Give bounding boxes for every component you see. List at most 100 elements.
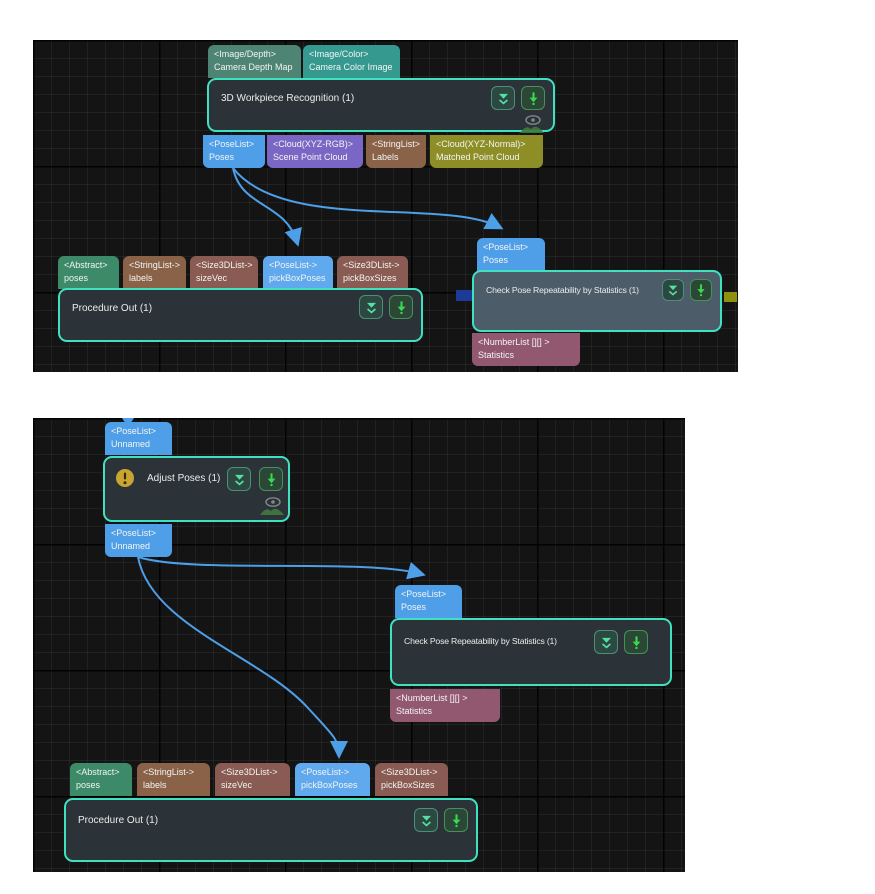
port-name: Unnamed bbox=[111, 541, 151, 552]
run-step-button[interactable] bbox=[259, 467, 283, 491]
run-step-button[interactable] bbox=[444, 808, 468, 832]
port-sizevec-in[interactable]: <Size3DList-> sizeVec bbox=[215, 763, 290, 796]
node-3d-workpiece-recognition[interactable]: 3D Workpiece Recognition (1) bbox=[207, 78, 555, 134]
run-step-button[interactable] bbox=[389, 295, 413, 319]
port-check-poses-in[interactable]: <PoseList> Poses bbox=[395, 585, 462, 618]
port-name: pickBoxPoses bbox=[301, 780, 358, 791]
node-title: Check Pose Repeatability by Statistics (… bbox=[486, 285, 639, 295]
port-name: Scene Point Cloud bbox=[273, 152, 348, 163]
port-name: Statistics bbox=[396, 706, 433, 717]
port-pickboxposes-in[interactable]: <PoseList-> pickBoxPoses bbox=[263, 256, 333, 289]
port-unnamed-in[interactable]: <PoseList> Unnamed bbox=[105, 422, 172, 455]
navy-marker-square bbox=[456, 290, 472, 301]
port-name: Poses bbox=[401, 602, 427, 613]
port-type: <Image/Color> bbox=[309, 49, 369, 59]
port-name: poses bbox=[76, 780, 101, 791]
port-type: <PoseList> bbox=[111, 426, 157, 436]
port-type: <NumberList [][] > bbox=[478, 337, 550, 347]
port-type: <Size3DList-> bbox=[196, 260, 253, 270]
port-matched-point-cloud[interactable]: <Cloud(XYZ-Normal)> Matched Point Cloud bbox=[430, 135, 543, 168]
port-labels-in[interactable]: <StringList-> labels bbox=[123, 256, 186, 289]
graph-canvas-top[interactable]: <Image/Depth> Camera Depth Map <Image/Co… bbox=[33, 40, 738, 372]
port-name: pickBoxSizes bbox=[343, 273, 397, 284]
port-name: poses bbox=[64, 273, 89, 284]
port-statistics-out[interactable]: <NumberList [][] > Statistics bbox=[472, 333, 580, 366]
double-chevron-down-icon bbox=[421, 815, 431, 826]
graph-canvas-bottom[interactable]: <PoseList> Unnamed <PoseList> Unnamed Ad… bbox=[33, 418, 685, 872]
port-type: <PoseList-> bbox=[301, 767, 350, 777]
port-name: sizeVec bbox=[221, 780, 253, 791]
port-camera-depth-map[interactable]: <Image/Depth> Camera Depth Map bbox=[208, 45, 301, 78]
port-type: <PoseList> bbox=[483, 242, 529, 252]
node-title: Procedure Out (1) bbox=[72, 303, 153, 314]
expand-button[interactable] bbox=[491, 86, 515, 110]
arrow-down-icon bbox=[529, 91, 537, 105]
port-name: Camera Color Image bbox=[309, 62, 393, 73]
port-type: <StringList-> bbox=[143, 767, 195, 777]
expand-button[interactable] bbox=[662, 279, 684, 301]
port-type: <Abstract> bbox=[64, 260, 108, 270]
arrow-down-icon bbox=[697, 284, 705, 297]
arrow-down-icon bbox=[397, 300, 405, 314]
expand-button[interactable] bbox=[359, 295, 383, 319]
arrow-down-icon bbox=[267, 472, 275, 486]
visibility-eye-icon[interactable] bbox=[519, 112, 545, 134]
port-scene-point-cloud[interactable]: <Cloud(XYZ-RGB)> Scene Point Cloud bbox=[267, 135, 363, 168]
port-labels-out[interactable]: <StringList> Labels bbox=[366, 135, 426, 168]
run-step-button[interactable] bbox=[624, 630, 648, 654]
port-type: <Abstract> bbox=[76, 767, 120, 777]
port-type: <Image/Depth> bbox=[214, 49, 277, 59]
port-type: <Size3DList-> bbox=[343, 260, 400, 270]
port-name: Camera Depth Map bbox=[214, 62, 293, 73]
olive-marker-square bbox=[724, 292, 737, 302]
node-adjust-poses[interactable]: Adjust Poses (1) bbox=[103, 456, 290, 522]
port-name: Labels bbox=[372, 152, 399, 163]
port-pickboxsizes-in[interactable]: <Size3DList-> pickBoxSizes bbox=[337, 256, 408, 289]
port-name: Unnamed bbox=[111, 439, 151, 450]
expand-button[interactable] bbox=[227, 467, 251, 491]
port-check-poses-in[interactable]: <PoseList> Poses bbox=[477, 238, 545, 271]
port-sizevec-in[interactable]: <Size3DList-> sizeVec bbox=[190, 256, 258, 289]
run-step-button[interactable] bbox=[690, 279, 712, 301]
node-procedure-out[interactable]: Procedure Out (1) bbox=[58, 288, 423, 342]
port-type: <NumberList [][] > bbox=[396, 693, 468, 703]
port-name: Matched Point Cloud bbox=[436, 152, 520, 163]
port-type: <PoseList> bbox=[209, 139, 255, 149]
port-statistics-out[interactable]: <NumberList [][] > Statistics bbox=[390, 689, 500, 722]
arrow-down-icon bbox=[632, 635, 640, 649]
node-check-pose-repeatability[interactable]: Check Pose Repeatability by Statistics (… bbox=[390, 618, 672, 686]
node-title: Adjust Poses (1) bbox=[147, 473, 221, 484]
node-check-pose-repeatability[interactable]: Check Pose Repeatability by Statistics (… bbox=[472, 270, 722, 332]
port-type: <Size3DList-> bbox=[381, 767, 438, 777]
port-type: <StringList> bbox=[372, 139, 421, 149]
run-step-button[interactable] bbox=[521, 86, 545, 110]
expand-button[interactable] bbox=[594, 630, 618, 654]
arrow-down-icon bbox=[452, 813, 460, 827]
port-poses-in[interactable]: <Abstract> poses bbox=[58, 256, 119, 289]
port-unnamed-out[interactable]: <PoseList> Unnamed bbox=[105, 524, 172, 557]
double-chevron-down-icon bbox=[668, 285, 678, 296]
node-procedure-out[interactable]: Procedure Out (1) bbox=[64, 798, 478, 862]
port-labels-in[interactable]: <StringList-> labels bbox=[137, 763, 210, 796]
double-chevron-down-icon bbox=[498, 93, 508, 104]
port-poses-in[interactable]: <Abstract> poses bbox=[70, 763, 132, 796]
node-title: 3D Workpiece Recognition (1) bbox=[221, 93, 355, 104]
warning-icon bbox=[116, 469, 134, 487]
port-pickboxsizes-in[interactable]: <Size3DList-> pickBoxSizes bbox=[375, 763, 448, 796]
expand-button[interactable] bbox=[414, 808, 438, 832]
port-name: labels bbox=[143, 780, 167, 791]
port-name: pickBoxPoses bbox=[269, 273, 326, 284]
port-name: pickBoxSizes bbox=[381, 780, 435, 791]
port-name: Statistics bbox=[478, 350, 515, 361]
port-name: Poses bbox=[209, 152, 235, 163]
port-name: Poses bbox=[483, 255, 509, 266]
port-poses-out[interactable]: <PoseList> Poses bbox=[203, 135, 265, 168]
visibility-eye-icon[interactable] bbox=[259, 494, 285, 516]
node-title: Procedure Out (1) bbox=[78, 815, 159, 826]
port-type: <PoseList-> bbox=[269, 260, 318, 270]
port-name: sizeVec bbox=[196, 273, 228, 284]
port-name: labels bbox=[129, 273, 153, 284]
port-type: <PoseList> bbox=[111, 528, 157, 538]
port-pickboxposes-in[interactable]: <PoseList-> pickBoxPoses bbox=[295, 763, 370, 796]
port-camera-color-image[interactable]: <Image/Color> Camera Color Image bbox=[303, 45, 400, 78]
